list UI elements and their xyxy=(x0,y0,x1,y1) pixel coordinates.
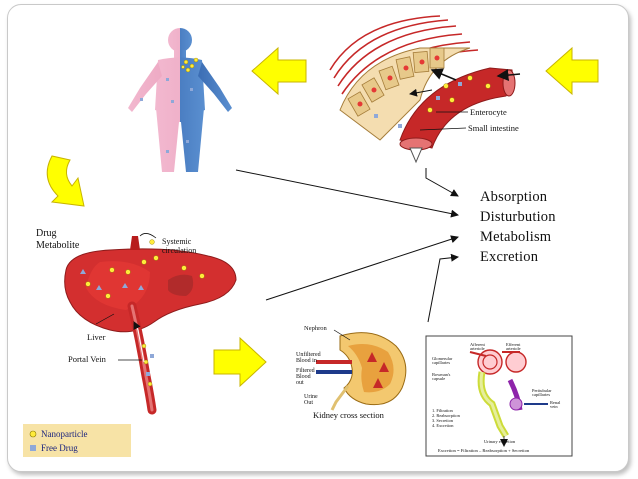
enterocyte-label: Enterocyte xyxy=(470,107,507,117)
systemic-label-1: Systemic xyxy=(162,237,192,246)
unfiltered-label-1: Unfiltered xyxy=(296,351,321,358)
yellow-arrow-left-right xyxy=(545,46,599,96)
yellow-arrow-right-bottom xyxy=(213,336,267,388)
peritubular-label-2: capillaries xyxy=(532,392,550,397)
step-3-label: 3. Secretion xyxy=(432,418,454,423)
process-metabolism: Metabolism xyxy=(480,229,552,245)
efferent-label-2: arteriole xyxy=(506,346,521,351)
liver-label: Liver xyxy=(87,332,106,342)
systemic-label-2: circulation xyxy=(162,246,196,255)
glomerular-label-2: capillaries xyxy=(432,360,450,365)
nephron-label: Nephron xyxy=(304,325,327,332)
filtered-label-3: out xyxy=(296,380,304,386)
peritubular-label-1: Peritubular xyxy=(532,388,552,393)
bowman-label-2: capsule xyxy=(432,376,445,381)
process-absorption: Absorption xyxy=(480,189,548,205)
process-distribution: Disturbution xyxy=(480,209,556,225)
step-2-label: 2. Reabsorption xyxy=(432,413,461,418)
afferent-label-1: Afferent xyxy=(470,342,486,347)
free-drug-icon xyxy=(30,445,36,451)
urine-label-2: Out xyxy=(304,400,313,406)
yellow-arrow-curved xyxy=(46,155,85,207)
portal-vein-label: Portal Vein xyxy=(68,354,107,364)
legend-row-nanoparticle: Nanoparticle xyxy=(29,427,87,441)
yellow-arrow-left-top xyxy=(251,46,307,96)
glomerular-label-1: Glomerular xyxy=(432,356,453,361)
nanoparticle-icon xyxy=(29,430,37,438)
renal-vein-label-1: Renal xyxy=(550,400,561,405)
human-body-figure xyxy=(128,28,232,172)
urinary-excretion-label: Urinary excretion xyxy=(484,439,516,444)
filtered-label-2: Blood xyxy=(296,374,311,380)
nephron-illustration: Afferent arteriole Efferent arteriole Gl… xyxy=(425,335,573,457)
excretion-equation: Excretion = Filtration – Reabsorption + … xyxy=(438,448,530,453)
liver-illustration: Drug Metabolite Systemic circulation Liv… xyxy=(36,228,237,415)
renal-vein-label-2: vein xyxy=(550,404,558,409)
drug-label: Drug xyxy=(36,228,57,239)
step-4-label: 4. Excretion xyxy=(432,423,454,428)
urine-label-1: Urine xyxy=(304,394,318,400)
connector-arrows xyxy=(235,168,459,323)
efferent-label-1: Efferent xyxy=(506,342,521,347)
unfiltered-label-2: Blood in xyxy=(296,358,317,364)
bowman-label-1: Bowman's xyxy=(432,372,451,377)
small-intestine-label: Small intestine xyxy=(468,123,519,133)
legend-row-free-drug: Free Drug xyxy=(29,441,78,455)
legend-free-drug-label: Free Drug xyxy=(41,443,78,453)
metabolite-label: Metabolite xyxy=(36,240,80,251)
process-excretion: Excretion xyxy=(480,249,539,265)
small-intestine-illustration: Enterocyte Small intestine xyxy=(329,15,521,164)
filtered-label-1: Filtered xyxy=(296,368,315,374)
legend: Nanoparticle Free Drug xyxy=(23,424,131,457)
legend-nanoparticle-label: Nanoparticle xyxy=(41,429,88,439)
kidney-caption: Kidney cross section xyxy=(313,410,385,420)
afferent-label-2: arteriole xyxy=(470,346,485,351)
kidney-illustration: Nephron Unfiltered Blood in Filtered Blo… xyxy=(296,325,407,420)
step-1-label: 1. Filtration xyxy=(432,408,454,413)
